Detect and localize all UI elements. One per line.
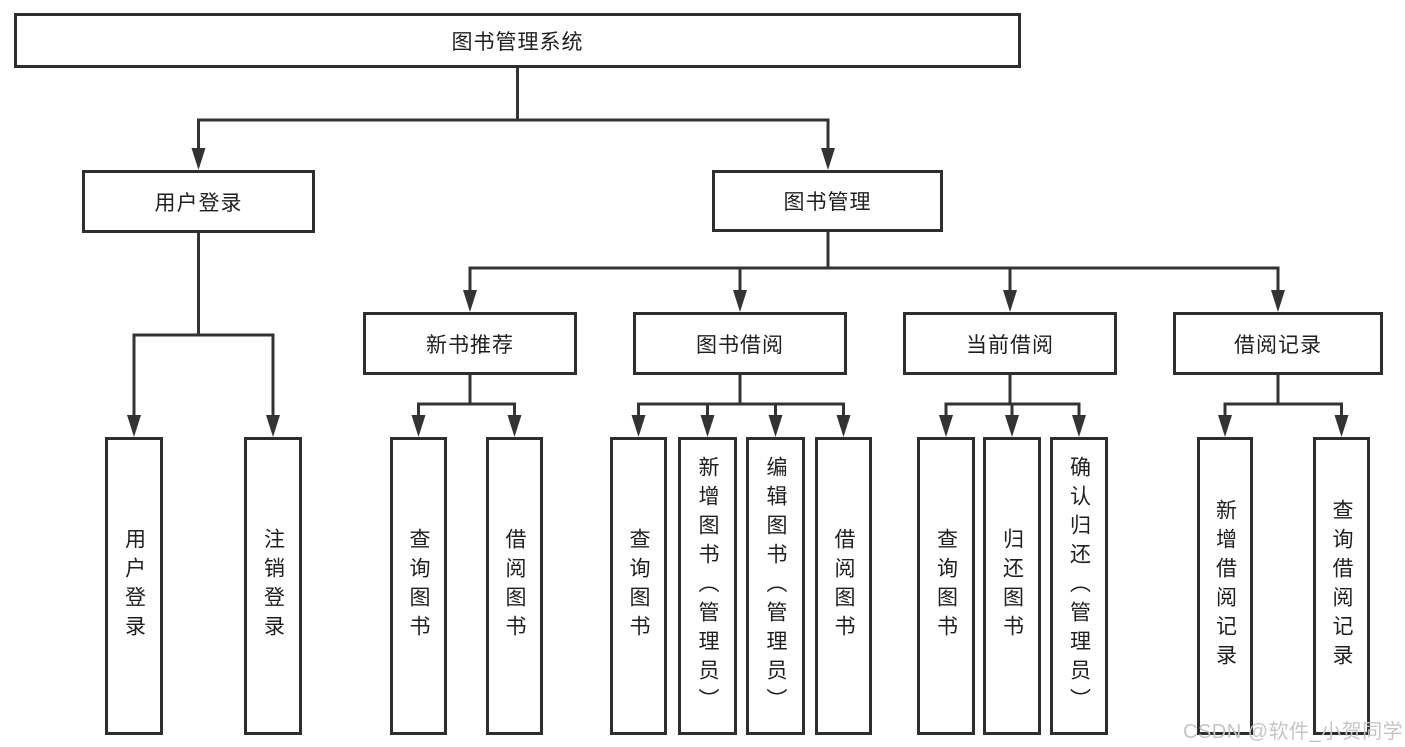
arrowhead [1072,415,1086,437]
connector-book-borrow-to-leaves [631,375,851,437]
leaf-borrow-edit-book-admin: 编辑图书（管理员） [746,437,805,735]
leaf-label: 借阅图书 [832,528,855,644]
leaf-current-confirm-return-admin: 确认归还（管理员） [1050,437,1108,735]
arrowhead [1334,415,1349,437]
arrowhead [733,290,747,312]
leaf-user-login: 用户登录 [105,437,163,735]
arrowhead [821,148,835,170]
leaf-label: 新增借阅记录 [1213,499,1237,673]
leaf-label: 查询借阅记录 [1330,499,1353,673]
leaf-current-query-book: 查询图书 [917,437,975,735]
leaf-record-query-record: 查询借阅记录 [1313,437,1370,735]
leaf-label: 查询图书 [934,528,958,644]
leaf-record-add-record: 新增借阅记录 [1197,437,1253,735]
arrowhead [463,290,477,312]
leaf-label: 注销登录 [261,528,285,644]
node-new-book-recommend: 新书推荐 [363,312,577,375]
arrowhead [266,415,280,437]
node-user-login: 用户登录 [82,170,315,233]
leaf-label: 查询图书 [627,528,650,644]
connector-borrow-record-to-leaves [1218,375,1349,437]
arrowhead [507,415,522,437]
leaf-borrow-query-book: 查询图书 [610,437,667,735]
arrowhead [1271,290,1285,312]
arrowhead [1003,290,1017,312]
leaf-recommend-query-book: 查询图书 [390,437,447,735]
node-book-borrow: 图书借阅 [633,312,847,375]
csdn-watermark: CSDN @软件_小贺同学 [1183,721,1404,743]
arrowhead [127,415,141,437]
leaf-recommend-borrow-book: 借阅图书 [486,437,543,735]
arrowhead [411,415,426,437]
leaf-label: 编辑图书（管理员） [764,455,787,717]
leaf-borrow-add-book-admin: 新增图书（管理员） [678,437,737,735]
leaf-label: 查询图书 [407,528,430,644]
leaf-label: 用户登录 [122,528,146,644]
connector-user-login-to-leaves [127,233,280,437]
leaf-label: 归还图书 [1000,528,1024,644]
arrowhead [836,415,851,437]
arrowhead [191,148,206,170]
node-library-management-system: 图书管理系统 [14,13,1021,68]
arrowhead [631,415,646,437]
connector-book-management-to-level3 [463,232,1285,312]
connector-current-borrow-to-leaves [939,375,1086,437]
connector-root-to-level2 [191,68,835,170]
leaf-label: 新增图书（管理员） [696,455,719,717]
node-current-borrow: 当前借阅 [903,312,1117,375]
arrowhead [1005,415,1019,437]
leaf-label: 确认归还（管理员） [1067,455,1091,717]
arrowhead [939,415,953,437]
leaf-logout: 注销登录 [244,437,302,735]
connector-new-book-recommend-to-leaves [411,375,522,437]
arrowhead [1218,415,1232,437]
leaf-current-return-book: 归还图书 [983,437,1041,735]
leaf-borrow-borrow-book: 借阅图书 [815,437,872,735]
node-book-management: 图书管理 [712,170,943,232]
node-borrow-record: 借阅记录 [1173,312,1383,375]
arrowhead [700,415,715,437]
arrowhead [768,415,783,437]
leaf-label: 借阅图书 [503,528,526,644]
